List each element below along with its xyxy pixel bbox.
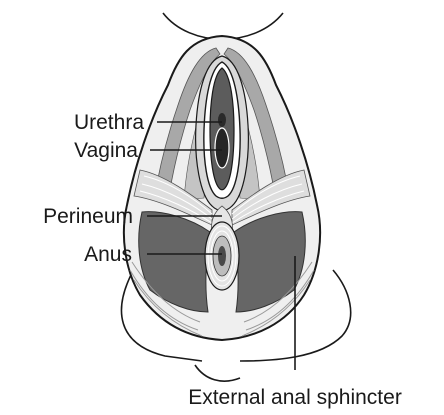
anal-opening bbox=[218, 246, 226, 266]
urethral-opening bbox=[218, 113, 226, 127]
label-external-anal-sphincter: External anal sphincter bbox=[188, 386, 402, 409]
label-anus: Anus bbox=[84, 243, 132, 266]
vaginal-opening bbox=[215, 128, 229, 168]
buttock-cleft bbox=[195, 365, 240, 381]
label-perineum: Perineum bbox=[43, 205, 133, 228]
label-urethra: Urethra bbox=[74, 111, 144, 134]
label-vagina: Vagina bbox=[74, 139, 138, 162]
